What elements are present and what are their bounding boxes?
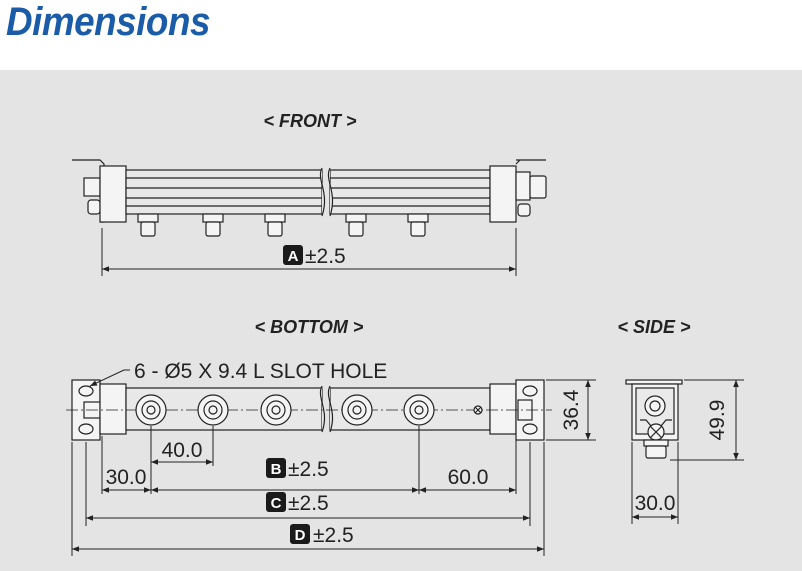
side-view-title: < SIDE > bbox=[617, 317, 691, 337]
bottom-nozzle-5 bbox=[403, 394, 435, 426]
front-nozzles bbox=[137, 213, 429, 237]
dim-c-badge: C bbox=[271, 495, 282, 512]
front-nozzle-1 bbox=[137, 213, 159, 237]
dim-d-badge: D bbox=[295, 527, 306, 544]
page-title: Dimensions bbox=[6, 0, 210, 44]
bottom-view-title: < BOTTOM > bbox=[255, 317, 364, 337]
dim-side-height: 49.9 bbox=[706, 400, 729, 441]
dim-a-tolerance: ±2.5 bbox=[305, 245, 346, 268]
dim-c-tolerance: ±2.5 bbox=[288, 492, 329, 515]
bottom-dimension-d: D ±2.5 bbox=[72, 524, 544, 552]
dim-b-badge: B bbox=[271, 461, 282, 478]
bottom-nozzle-1 bbox=[135, 394, 167, 426]
bottom-nozzle-3 bbox=[260, 394, 292, 426]
dim-a-badge: A bbox=[288, 248, 299, 265]
front-view-title: < FRONT > bbox=[263, 111, 357, 131]
dim-pitch: 40.0 bbox=[162, 439, 203, 462]
front-view-body bbox=[72, 159, 547, 223]
front-nozzle-3 bbox=[264, 213, 286, 237]
dim-d-tolerance: ±2.5 bbox=[313, 524, 354, 547]
bottom-dimension-c: C ±2.5 bbox=[86, 492, 530, 521]
side-view-body bbox=[625, 379, 683, 459]
bottom-nozzle-2 bbox=[197, 394, 229, 426]
dim-side-width: 30.0 bbox=[635, 492, 676, 515]
side-dimension-height: 49.9 bbox=[670, 379, 744, 461]
bottom-dimension-height: 36.4 bbox=[546, 379, 596, 441]
slot-hole-note: 6 - Ø5 X 9.4 L SLOT HOLE bbox=[134, 360, 387, 383]
slot-hole-callout: 6 - Ø5 X 9.4 L SLOT HOLE bbox=[89, 360, 387, 387]
dim-b-tolerance: ±2.5 bbox=[288, 458, 329, 481]
dim-right-offset: 60.0 bbox=[448, 466, 489, 489]
front-dimension-a: A ±2.5 bbox=[101, 228, 517, 276]
front-nozzle-5 bbox=[407, 213, 429, 237]
side-dimension-width: 30.0 bbox=[631, 442, 679, 524]
bottom-extension-lines bbox=[71, 426, 545, 556]
bottom-nozzle-4 bbox=[341, 394, 373, 426]
bottom-dimension-pitch: 40.0 bbox=[151, 439, 213, 465]
bottom-dimension-b-row: 30.0 B ±2.5 60.0 bbox=[102, 458, 516, 493]
dim-bottom-height: 36.4 bbox=[560, 389, 583, 430]
front-nozzle-2 bbox=[202, 213, 224, 237]
bottom-nozzles bbox=[135, 394, 435, 426]
dim-left-offset: 30.0 bbox=[106, 466, 147, 489]
front-nozzle-4 bbox=[345, 213, 367, 237]
